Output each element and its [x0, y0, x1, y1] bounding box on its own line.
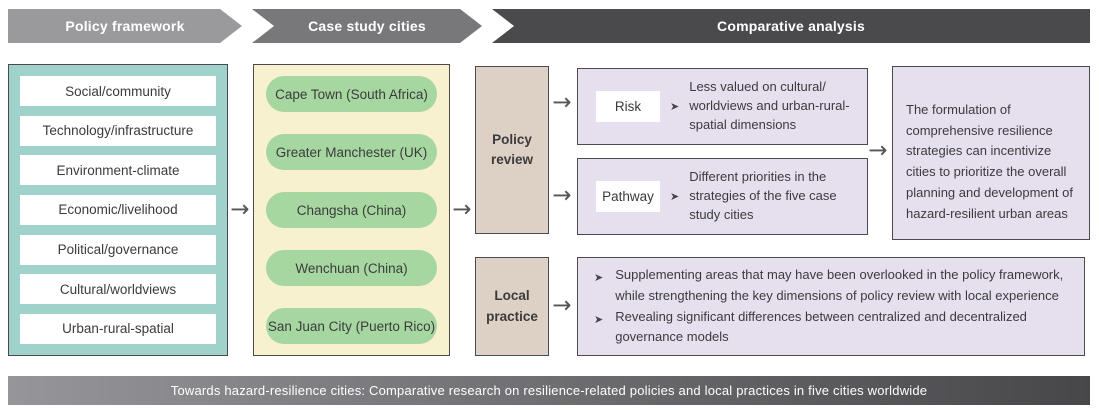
point-text: Revealing significant differences betwee… — [615, 309, 1027, 345]
dimension-label: Environment-climate — [56, 162, 180, 178]
arrow-right-icon: → — [452, 196, 472, 223]
local-practice-point: ➤ Supplementing areas that may have been… — [594, 265, 1072, 305]
policy-framework-panel: Social/community Technology/infrastructu… — [8, 64, 228, 356]
city-pill: Cape Town (South Africa) — [266, 76, 437, 112]
point-text: Supplementing areas that may have been o… — [615, 267, 1064, 303]
dimension-item: Political/governance — [20, 234, 216, 265]
local-practice-label: Local practice — [486, 288, 538, 324]
risk-finding-text: Less valued on cultural/ worldviews and … — [689, 79, 850, 132]
dimension-label: Technology/infrastructure — [42, 123, 194, 139]
pathway-finding-text: Different priorities in the strategies o… — [689, 169, 837, 222]
pathway-tag-label: Pathway — [602, 189, 654, 204]
dimension-item: Social/community — [20, 76, 216, 106]
risk-tag-label: Risk — [614, 99, 642, 114]
city-label: San Juan City (Puerto Rico) — [267, 318, 436, 334]
risk-finding-box: Risk ➤ Less valued on cultural/ worldvie… — [577, 68, 868, 145]
step-policy-framework: Policy framework — [8, 9, 242, 43]
dimension-label: Social/community — [65, 83, 171, 99]
policy-review-box: Policy review — [475, 66, 549, 234]
arrow-right-icon: → — [230, 196, 250, 223]
dimension-item: Economic/livelihood — [20, 194, 216, 225]
outcome-box: The formulation of comprehensive resilie… — [892, 66, 1090, 240]
outcome-text: The formulation of comprehensive resilie… — [906, 101, 1073, 221]
caption-text: Towards hazard-resilience cities: Compar… — [170, 383, 928, 398]
dimension-label: Urban-rural-spatial — [62, 321, 174, 337]
arrow-right-icon: → — [868, 137, 888, 164]
dimension-item: Cultural/worldviews — [20, 274, 216, 305]
arrow-right-icon: → — [552, 182, 572, 209]
dimension-item: Technology/infrastructure — [20, 115, 216, 146]
caption-bar: Towards hazard-resilience cities: Compar… — [8, 376, 1090, 405]
city-label: Greater Manchester (UK) — [275, 144, 428, 160]
local-practice-box: Local practice — [475, 257, 549, 356]
dimension-label: Political/governance — [57, 242, 179, 258]
step-case-study-cities: Case study cities — [252, 9, 482, 43]
step-label: Comparative analysis — [717, 18, 865, 34]
local-practice-point: ➤ Revealing significant differences betw… — [594, 307, 1072, 347]
step-label: Case study cities — [308, 18, 426, 34]
city-pill: Greater Manchester (UK) — [266, 134, 437, 170]
step-label: Policy framework — [65, 18, 185, 34]
city-label: Wenchuan (China) — [295, 260, 408, 276]
pathway-finding-box: Pathway ➤ Different priorities in the st… — [577, 158, 868, 235]
city-label: Changsha (China) — [296, 202, 407, 218]
city-pill: San Juan City (Puerto Rico) — [266, 308, 437, 344]
triangle-bullet-icon: ➤ — [670, 100, 680, 113]
triangle-bullet-icon: ➤ — [594, 313, 604, 327]
policy-review-label: Policy review — [490, 131, 534, 167]
arrow-right-icon: → — [552, 292, 572, 319]
dimension-item: Environment-climate — [20, 155, 216, 186]
dimension-label: Economic/livelihood — [58, 202, 178, 218]
risk-tag: Risk — [596, 91, 660, 122]
city-pill: Changsha (China) — [266, 192, 437, 228]
dimension-label: Cultural/worldviews — [59, 281, 177, 297]
arrow-right-icon: → — [552, 89, 572, 116]
dimension-item: Urban-rural-spatial — [20, 313, 216, 344]
city-label: Cape Town (South Africa) — [275, 86, 428, 102]
local-practice-points-box: ➤ Supplementing areas that may have been… — [577, 257, 1085, 356]
city-pill: Wenchuan (China) — [266, 250, 437, 286]
step-comparative-analysis: Comparative analysis — [492, 9, 1090, 43]
triangle-bullet-icon: ➤ — [594, 271, 604, 285]
case-study-cities-panel: Cape Town (South Africa) Greater Manches… — [253, 64, 450, 356]
triangle-bullet-icon: ➤ — [670, 190, 680, 203]
pathway-tag: Pathway — [596, 181, 660, 212]
